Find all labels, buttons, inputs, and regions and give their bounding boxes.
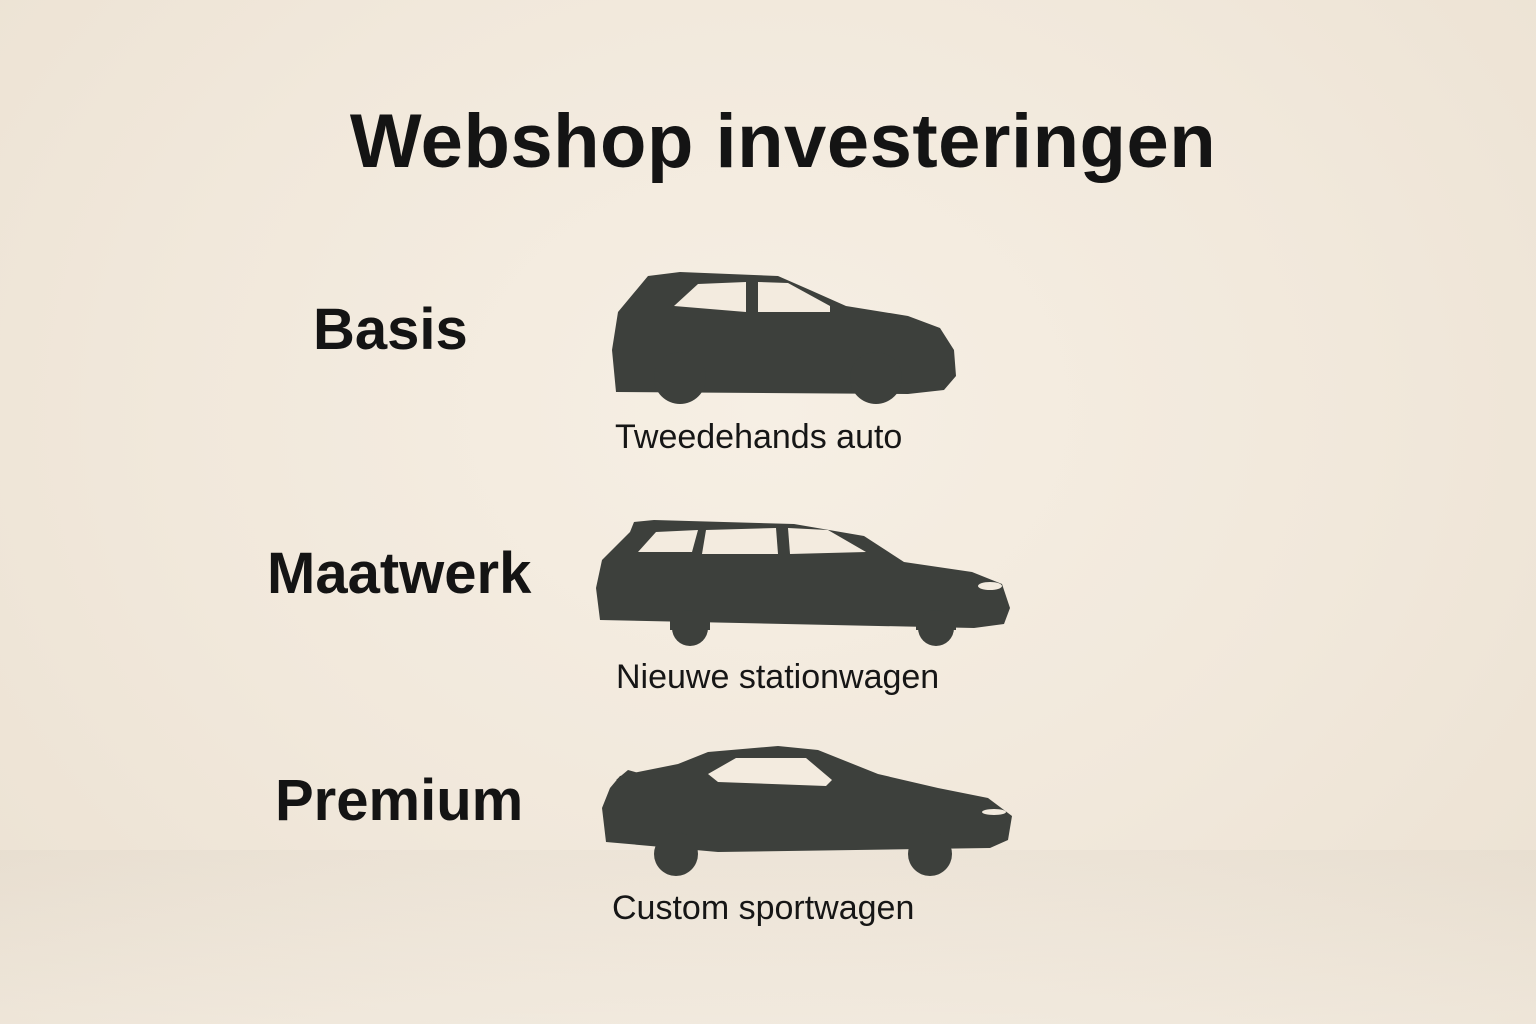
tier-label-basis: Basis bbox=[313, 297, 468, 362]
floor-shading bbox=[0, 850, 1536, 1024]
tier-label-maatwerk: Maatwerk bbox=[267, 541, 532, 606]
car-caption-premium: Custom sportwagen bbox=[612, 889, 915, 927]
tier-label-premium: Premium bbox=[275, 768, 524, 833]
station-wagon-icon bbox=[594, 518, 1012, 646]
car-caption-basis: Tweedehands auto bbox=[615, 418, 903, 456]
sports-car-icon bbox=[598, 746, 1018, 876]
page-title: Webshop investeringen bbox=[349, 99, 1217, 184]
hatchback-icon bbox=[608, 270, 960, 404]
car-caption-maatwerk: Nieuwe stationwagen bbox=[616, 658, 940, 696]
